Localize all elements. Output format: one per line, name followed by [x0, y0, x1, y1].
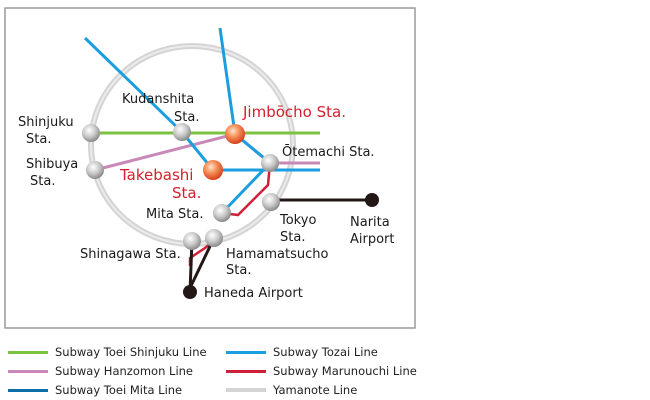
station-shinjuku[interactable]: [82, 124, 100, 142]
legend-swatch-toei-mita: [8, 388, 48, 392]
toei-mita-line: [218, 27, 273, 215]
station-jimbocho[interactable]: [225, 124, 245, 144]
legend-swatch-tozai: [226, 350, 266, 354]
legend-label: Subway Tozai Line: [273, 345, 378, 359]
station-otemachi[interactable]: [261, 154, 279, 172]
station-shibuya[interactable]: [86, 161, 104, 179]
label-haneda: Haneda Airport: [204, 286, 303, 301]
legend-swatch-marunouchi: [226, 369, 266, 373]
legend-label: Subway Toei Mita Line: [55, 383, 183, 397]
label-hamamatsucho-1: Hamamatsucho: [226, 247, 328, 262]
label-shibuya-1: Shibuya: [26, 157, 78, 172]
legend-label: Yamanote Line: [273, 383, 358, 397]
label-tokyo-2: Sta.: [280, 230, 305, 245]
station-takebashi[interactable]: [203, 160, 223, 180]
label-tokyo-1: Tokyo: [279, 213, 316, 228]
station-hamamatsucho[interactable]: [205, 229, 223, 247]
airport-haneda[interactable]: [183, 285, 197, 299]
legend-item: Subway Marunouchi Line: [226, 361, 417, 381]
legend-label: Subway Toei Shinjuku Line: [55, 345, 207, 359]
label-narita-1: Narita: [350, 215, 390, 230]
station-kudanshita[interactable]: [173, 123, 191, 141]
legend-item: Subway Tozai Line: [226, 342, 378, 362]
legend-item: Subway Hanzomon Line: [8, 361, 193, 381]
legend-swatch-yamanote: [226, 388, 266, 392]
label-hamamatsucho-2: Sta.: [226, 263, 251, 278]
label-otemachi: Ōtemachi Sta.: [282, 145, 375, 160]
station-mita[interactable]: [213, 204, 231, 222]
station-tokyo[interactable]: [262, 193, 280, 211]
label-shibuya-2: Sta.: [30, 174, 55, 189]
label-shinagawa: Shinagawa Sta.: [80, 247, 181, 262]
legend-item: Subway Toei Mita Line: [8, 380, 182, 400]
station-shinagawa[interactable]: [183, 232, 201, 250]
label-kudanshita-2: Sta.: [174, 110, 199, 125]
legend-label: Subway Hanzomon Line: [55, 364, 194, 378]
label-mita: Mita Sta.: [146, 207, 203, 222]
label-shinjuku-1: Shinjuku: [18, 115, 74, 130]
airport-narita[interactable]: [365, 193, 379, 207]
legend-swatch-toei-shinjuku: [8, 350, 48, 354]
legend-swatch-hanzomon: [8, 369, 48, 373]
label-jimbocho: Jimbōcho Sta.: [242, 103, 346, 121]
legend-item: Yamanote Line: [226, 380, 357, 400]
legend-item: Subway Toei Shinjuku Line: [8, 342, 207, 362]
label-kudanshita-1: Kudanshita: [122, 92, 194, 107]
label-takebashi-1: Takebashi: [119, 166, 193, 184]
label-narita-2: Airport: [350, 232, 395, 247]
label-shinjuku-2: Sta.: [26, 132, 51, 147]
label-takebashi-2: Sta.: [172, 184, 201, 202]
legend-label: Subway Marunouchi Line: [273, 364, 417, 378]
legend: Subway Toei Shinjuku Line Subway Tozai L…: [8, 340, 438, 400]
